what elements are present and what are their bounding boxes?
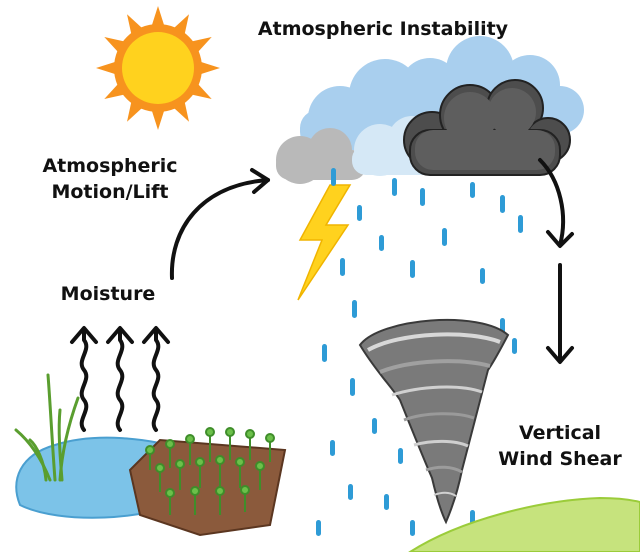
hill-icon [408,496,640,552]
wind-shear-label-line1: Vertical [518,422,602,444]
atmospheric-motion-label-line2: Motion/Lift [51,181,169,203]
crop-field-icon [128,427,287,537]
wind-shear-label: Vertical Wind Shear [490,420,630,472]
down-arrow-icon [546,263,574,364]
curved-arrow-icon [169,168,270,280]
lightning-icon [297,184,352,301]
storm-cloud-icon [403,79,571,176]
tornado-icon [358,318,510,525]
atmospheric-motion-label: Atmospheric Motion/Lift [30,153,190,205]
moisture-label: Moisture [60,283,156,305]
diagram-title: Atmospheric Instability [257,18,509,40]
atmospheric-motion-label-line1: Atmospheric [42,155,178,177]
wavy-arrow-icon [70,326,170,432]
sun-icon [96,6,220,130]
wind-shear-label-line2: Wind Shear [498,448,622,470]
curved-arrow-icon [538,158,574,248]
reed-icon [14,373,80,482]
